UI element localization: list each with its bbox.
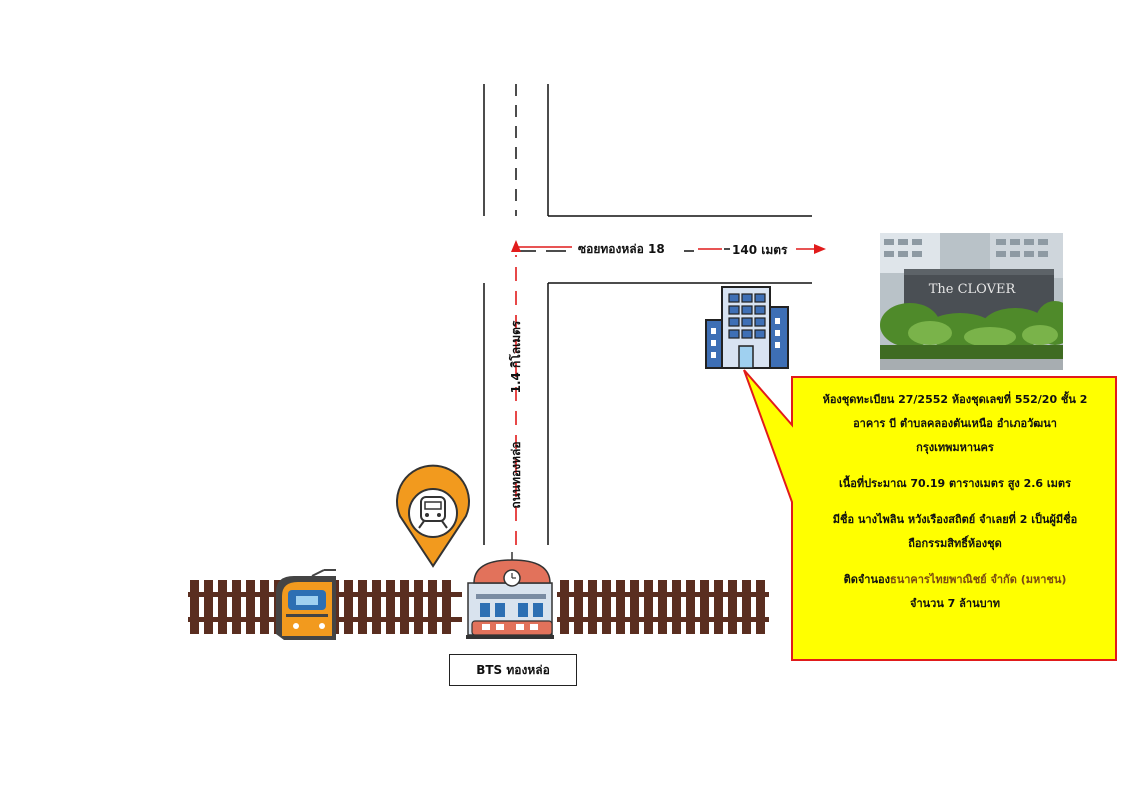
rail-tie bbox=[414, 580, 423, 634]
rail-tie bbox=[344, 580, 353, 634]
route-path bbox=[515, 246, 818, 545]
callout-text: ห้องชุดทะเบียน 27/2552 ห้องชุดเลขที่ 552… bbox=[798, 388, 1112, 628]
rail-tie bbox=[386, 580, 395, 634]
rail-tie bbox=[358, 580, 367, 634]
soi-distance-label: 140 เมตร bbox=[732, 243, 788, 257]
callout-amount: จำนวน 7 ล้านบาท bbox=[910, 597, 1000, 610]
soi-label: ซอยทองหล่อ 18 bbox=[578, 242, 665, 256]
condo-photo: The CLOVER bbox=[880, 233, 1063, 370]
train-icon bbox=[276, 569, 336, 640]
callout-line2: อาคาร บี ตำบลคลองตันเหนือ อำเภอวัฒนา bbox=[853, 417, 1057, 430]
train-pin-icon bbox=[396, 464, 470, 568]
rail-tie bbox=[742, 580, 751, 634]
rail-tie bbox=[428, 580, 437, 634]
route-black-dashes bbox=[520, 248, 730, 252]
rail-tie bbox=[204, 580, 213, 634]
rail-tie bbox=[400, 580, 409, 634]
route-arrow-right bbox=[814, 244, 826, 254]
station-icon bbox=[466, 552, 554, 639]
rail-tie bbox=[190, 580, 199, 634]
rail-tie bbox=[588, 580, 597, 634]
rail-tie bbox=[644, 580, 653, 634]
building-icon bbox=[705, 286, 789, 369]
rail-tie bbox=[686, 580, 695, 634]
rail-tie bbox=[700, 580, 709, 634]
rail-tie bbox=[714, 580, 723, 634]
rail-tie bbox=[218, 580, 227, 634]
rail-tie bbox=[372, 580, 381, 634]
rail-tie bbox=[574, 580, 583, 634]
callout-area: เนื้อที่ประมาณ 70.19 ตารางเมตร สูง 2.6 เ… bbox=[839, 477, 1071, 490]
callout-line3: กรุงเทพมหานคร bbox=[916, 441, 994, 454]
road-name-label: ถนนทองหล่อ bbox=[509, 441, 523, 509]
rail-tie bbox=[602, 580, 611, 634]
rail-tie bbox=[658, 580, 667, 634]
rail-tie bbox=[756, 580, 765, 634]
callout-owner2: ถือกรรมสิทธิ์ห้องชุด bbox=[908, 537, 1002, 550]
road-lines bbox=[483, 84, 812, 545]
callout-box bbox=[743, 369, 1117, 661]
rail-tie bbox=[630, 580, 639, 634]
road-distance-label: 1.4 กิโลเมตร bbox=[509, 320, 523, 394]
rail-tie bbox=[560, 580, 569, 634]
rail-tie bbox=[246, 580, 255, 634]
rail-tie bbox=[232, 580, 241, 634]
callout-mortgage-bank: ธนาคารไทยพาณิชย์ จำกัด (มหาชน) bbox=[889, 573, 1067, 586]
bts-station-label: BTS ทองหล่อ bbox=[449, 654, 577, 686]
rail-tie bbox=[672, 580, 681, 634]
rail-tie bbox=[728, 580, 737, 634]
callout-mortgage-prefix: ติดจำนอง bbox=[843, 573, 890, 586]
rail-tie bbox=[260, 580, 269, 634]
rail-tie bbox=[442, 580, 451, 634]
route-arrow-up bbox=[511, 240, 521, 252]
rail-tie bbox=[616, 580, 625, 634]
callout-owner1: มีชื่อ นางไพลิน หวังเรืองสถิตย์ จำเลยที่… bbox=[832, 513, 1078, 526]
callout-line1: ห้องชุดทะเบียน 27/2552 ห้องชุดเลขที่ 552… bbox=[822, 393, 1088, 406]
bts-station-text: BTS ทองหล่อ bbox=[476, 662, 550, 677]
photo-sign-text: The CLOVER bbox=[929, 282, 1017, 297]
